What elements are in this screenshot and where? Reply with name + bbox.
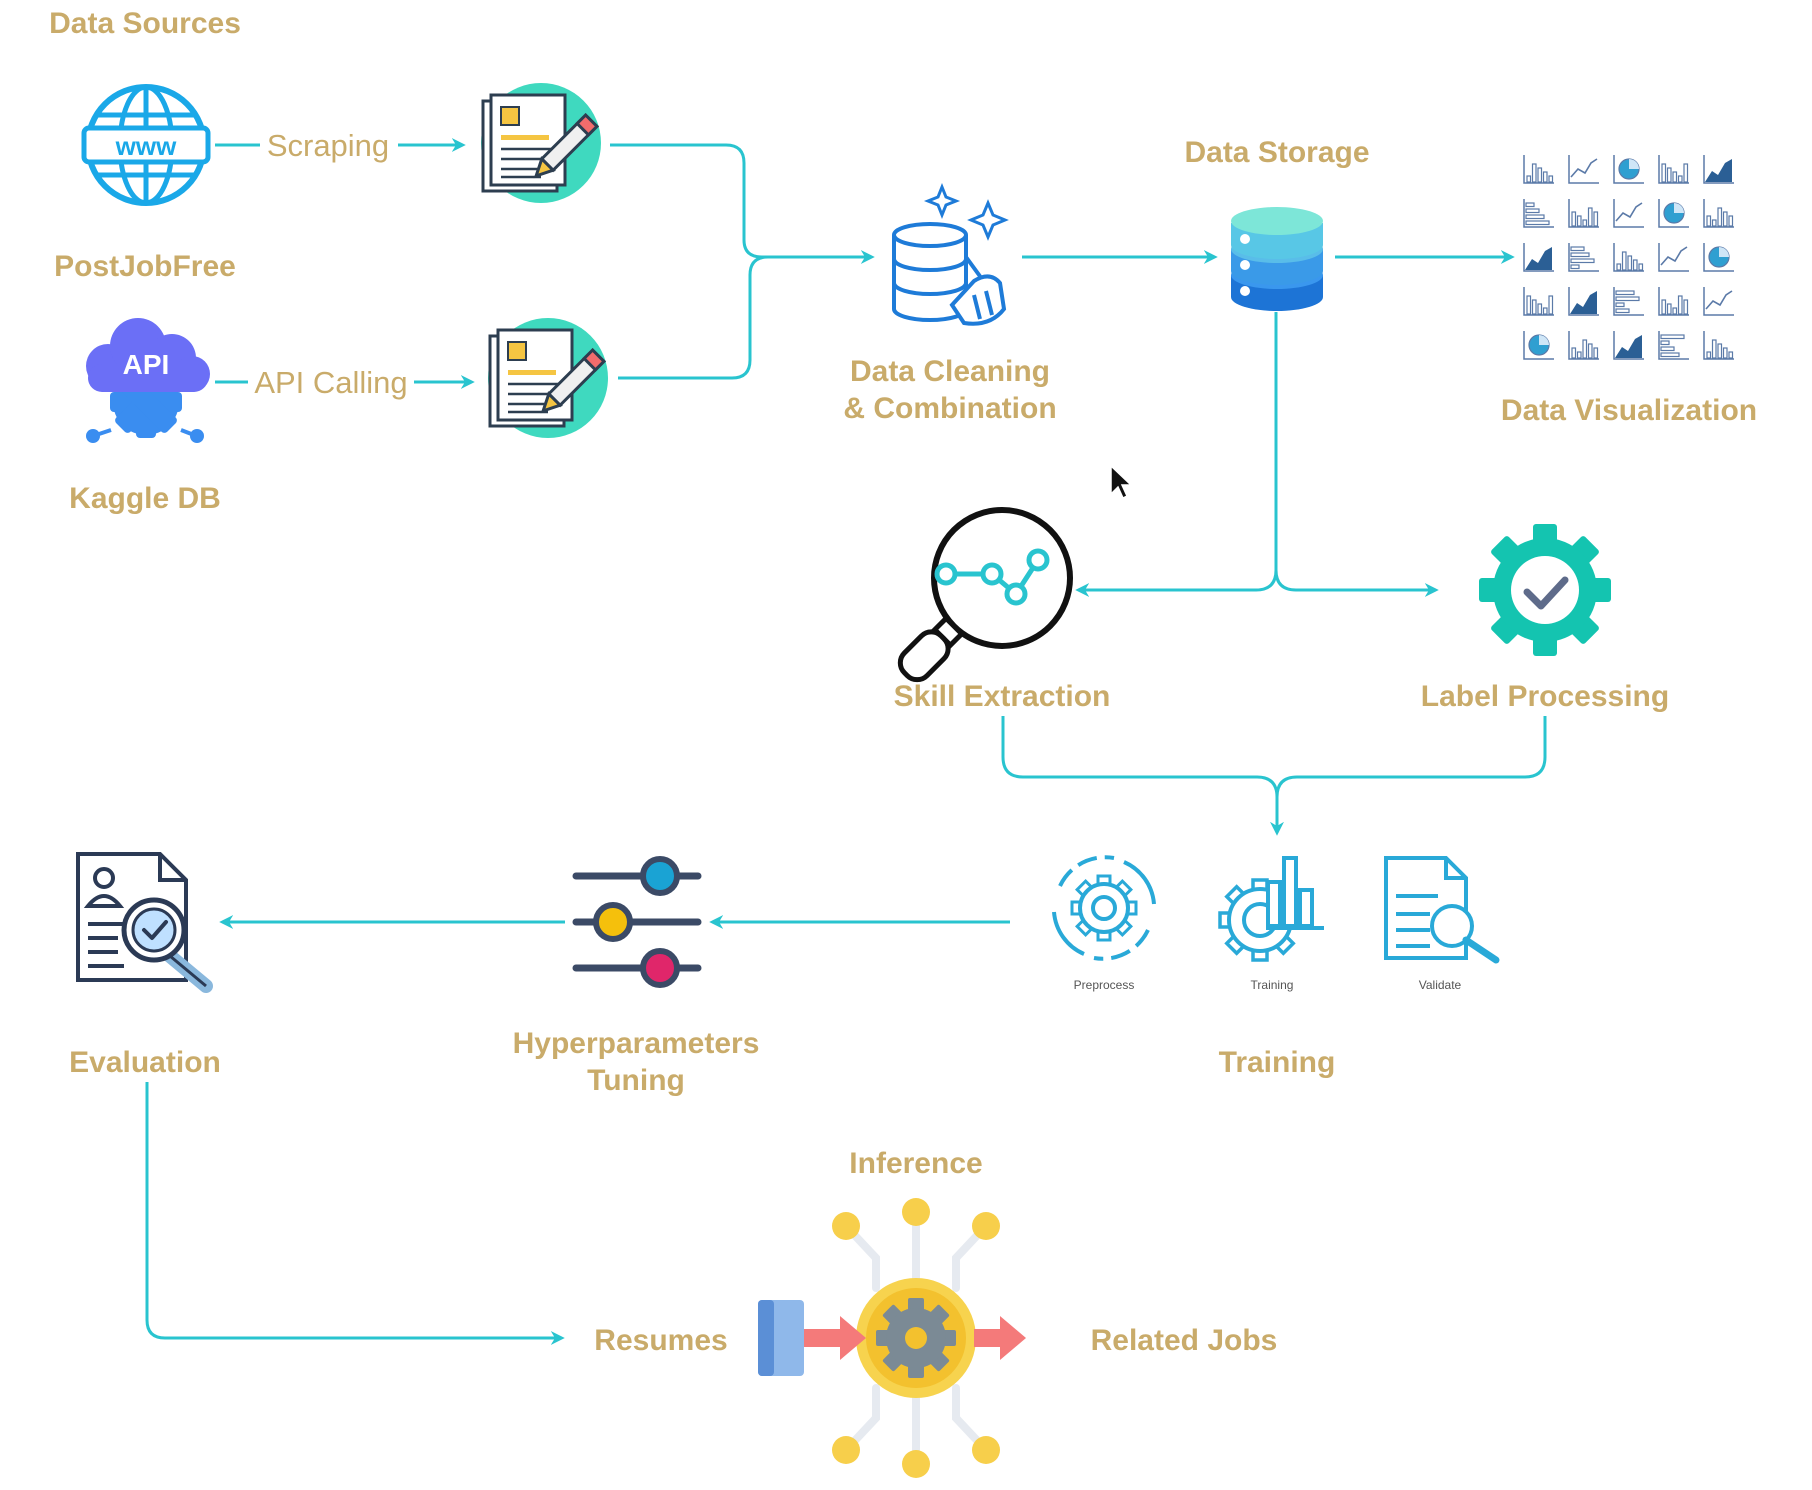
training-step-label: Validate bbox=[1419, 978, 1462, 992]
scraping-label: Scraping bbox=[267, 128, 389, 163]
api-cloud-icon: API bbox=[86, 318, 210, 443]
flow-evaluation-to-resumes bbox=[145, 1082, 565, 1345]
document-evaluation-icon bbox=[76, 852, 213, 993]
mini-chart-icon bbox=[1568, 287, 1599, 316]
training-step-label: Training bbox=[1251, 978, 1294, 992]
api-text: API bbox=[123, 349, 170, 380]
mini-chart-icon bbox=[1613, 243, 1644, 272]
mini-chart-icon bbox=[1658, 155, 1689, 184]
resumes-label: Resumes bbox=[594, 1324, 727, 1357]
mini-chart-icon bbox=[1658, 331, 1689, 360]
flow-label-to-training bbox=[1275, 716, 1547, 798]
mini-chart-icon bbox=[1568, 155, 1599, 184]
skill-extraction-label: Skill Extraction bbox=[894, 680, 1111, 713]
document-search-icon bbox=[1384, 856, 1500, 964]
label-processing-label: Label Processing bbox=[1421, 680, 1669, 713]
document-edit-icon-2 bbox=[488, 318, 608, 438]
kaggle-label: Kaggle DB bbox=[69, 482, 221, 515]
mini-chart-icon bbox=[1703, 155, 1734, 184]
inference-label: Inference bbox=[849, 1147, 982, 1180]
database-broom-icon bbox=[892, 182, 1009, 326]
mini-chart-icon bbox=[1568, 331, 1599, 360]
mini-chart-icon bbox=[1523, 287, 1554, 316]
flow-doc1-to-cleaning bbox=[610, 143, 875, 264]
cleaning-label-line2: & Combination bbox=[843, 392, 1056, 425]
mini-chart-icon bbox=[1703, 331, 1734, 360]
mini-chart-icon bbox=[1658, 243, 1689, 272]
mini-chart-icon bbox=[1568, 199, 1599, 228]
visualization-label: Data Visualization bbox=[1501, 394, 1757, 427]
www-text: www bbox=[115, 131, 177, 161]
flow-skill-to-training bbox=[1001, 716, 1284, 836]
sliders-icon bbox=[572, 856, 702, 988]
flow-storage-to-label bbox=[1274, 569, 1439, 597]
mini-chart-icon bbox=[1613, 331, 1644, 360]
data-sources-heading: Data Sources bbox=[49, 7, 241, 40]
mini-chart-icon bbox=[1523, 243, 1554, 272]
hyperparameters-label-line2: Tuning bbox=[587, 1064, 685, 1097]
globe-icon: www bbox=[81, 84, 211, 206]
mini-chart-icon bbox=[1523, 199, 1554, 228]
gear-check-icon bbox=[1479, 524, 1611, 656]
gear-cycle-icon bbox=[1052, 855, 1156, 961]
gear-chart-icon bbox=[1218, 856, 1324, 962]
mouse-cursor-icon bbox=[1110, 464, 1133, 500]
storage-label: Data Storage bbox=[1184, 136, 1369, 169]
document-edit-icon bbox=[481, 83, 601, 203]
mini-chart-icon bbox=[1703, 199, 1734, 228]
postjobfree-label: PostJobFree bbox=[54, 250, 236, 283]
mini-chart-icon bbox=[1613, 287, 1644, 316]
mini-chart-icon bbox=[1568, 243, 1599, 272]
training-label: Training bbox=[1219, 1046, 1336, 1079]
inference-gear-icon bbox=[758, 1198, 1026, 1478]
flow-lines bbox=[145, 138, 1547, 1345]
mini-chart-icon bbox=[1523, 331, 1554, 360]
evaluation-label: Evaluation bbox=[69, 1046, 221, 1079]
hyperparameters-label-line1: Hyperparameters bbox=[513, 1027, 760, 1060]
mini-chart-icon bbox=[1658, 199, 1689, 228]
mini-chart-icon bbox=[1613, 155, 1644, 184]
magnifier-graph-icon bbox=[897, 507, 1073, 683]
mini-chart-icon bbox=[1658, 287, 1689, 316]
flow-doc2-to-cleaning bbox=[618, 255, 872, 380]
flow-storage-to-skill bbox=[1075, 312, 1278, 597]
related-jobs-label: Related Jobs bbox=[1091, 1324, 1278, 1357]
mini-chart-icon bbox=[1703, 287, 1734, 316]
database-icon bbox=[1231, 207, 1323, 311]
mini-chart-icon bbox=[1703, 243, 1734, 272]
chart-grid-icon bbox=[1523, 155, 1734, 360]
api-calling-label: API Calling bbox=[254, 365, 407, 400]
cleaning-label-line1: Data Cleaning bbox=[850, 355, 1050, 388]
training-step-label: Preprocess bbox=[1074, 978, 1135, 992]
mini-chart-icon bbox=[1613, 199, 1644, 228]
mini-chart-icon bbox=[1523, 155, 1554, 184]
